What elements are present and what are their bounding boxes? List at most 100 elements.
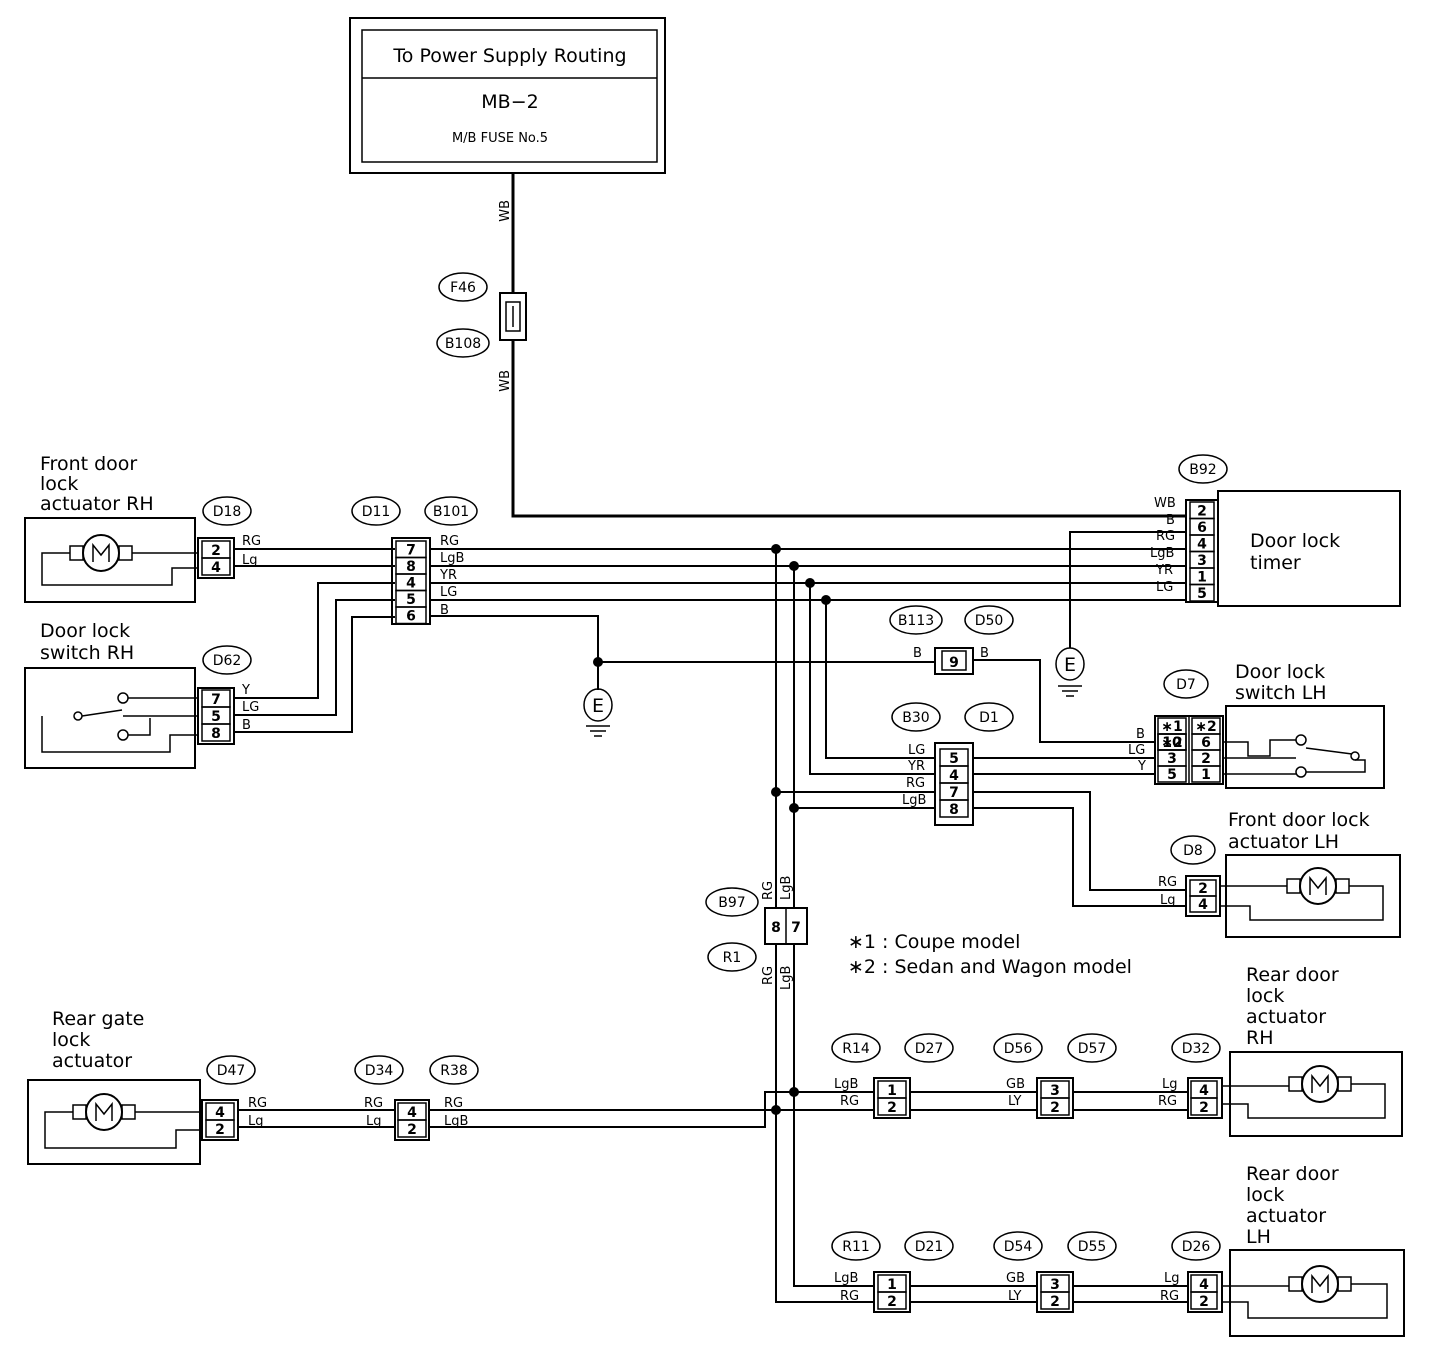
wire-lgb-r38: LgB <box>444 1114 468 1129</box>
ground-timer: E <box>1055 647 1085 697</box>
wire-lg-b92: LG <box>1156 580 1173 595</box>
connector-d1-tag: D1 <box>979 710 999 726</box>
rear-lh-label-2: lock <box>1246 1184 1284 1206</box>
d55-pin-cell <box>1040 1291 1070 1310</box>
d34-pin-2: 2 <box>407 1122 417 1138</box>
b92-pin-1: 1 <box>1197 570 1207 586</box>
front-door-actuator-lh: Front door lock actuator LH D8 RG Lg <box>1158 809 1401 938</box>
connector-d32-tag: D32 <box>1182 1041 1211 1057</box>
wire-rg-d32: RG <box>1158 1094 1177 1109</box>
switch-lh-label-2: switch LH <box>1235 682 1327 704</box>
wire-gb-d54: GB <box>1006 1271 1025 1286</box>
d7_left-pin-5: 5 <box>1167 767 1177 783</box>
wire-y-d62: Y <box>241 683 250 698</box>
d50-pin-9: 9 <box>949 655 959 671</box>
d62-pin-5: 5 <box>211 709 221 725</box>
d1-pin-4: 4 <box>949 768 959 784</box>
connector-d57-tag: D57 <box>1078 1041 1107 1057</box>
front-door-actuator-rh: Front door lock actuator RH D18 <box>24 453 252 603</box>
wire-rg-d26: RG <box>1160 1289 1179 1304</box>
wire-rg-b97: RG <box>761 881 776 900</box>
b92-pin-4: 4 <box>1197 537 1207 553</box>
connector-b113-tag: B113 <box>898 613 934 629</box>
d27-pin-2: 2 <box>887 1100 897 1116</box>
connector-d56-tag: D56 <box>1004 1041 1033 1057</box>
d47-pin-4: 4 <box>215 1105 225 1121</box>
d26-pin-2: 2 <box>1199 1294 1209 1310</box>
connector-b97-tag: B97 <box>718 895 745 911</box>
wire-rg-r11: RG <box>840 1289 859 1304</box>
wire-b-b113: B <box>913 646 922 661</box>
d8-pin-4: 4 <box>1198 897 1208 913</box>
wire-lg-d18: Lg <box>242 553 258 568</box>
wire-b-b101: B <box>440 603 449 618</box>
d1-pin-cell <box>939 799 969 818</box>
d32-pin-2: 2 <box>1199 1100 1209 1116</box>
b92-pin-6: 6 <box>1197 520 1207 536</box>
rear-rh-label-1: Rear door <box>1246 964 1339 986</box>
connector-d50: B B B113 D50 <box>598 605 1155 743</box>
connector-r11-tag: R11 <box>842 1239 870 1255</box>
ground-left: E <box>583 657 613 737</box>
door-lock-switch-lh: Door lock switch LH D7 B LG Y <box>1128 661 1385 789</box>
wire-lg-d7: LG <box>1128 743 1145 758</box>
wire-lgb-r11: LgB <box>834 1271 858 1286</box>
d18-pin-cell <box>201 557 231 576</box>
b97-pin-7: 7 <box>791 920 801 936</box>
d34-pin-cell <box>397 1119 427 1138</box>
b97-pin-8: 8 <box>771 920 781 936</box>
wire-b-d50: B <box>980 646 989 661</box>
timer-label-2: timer <box>1250 552 1301 574</box>
connector-d34-tag: D34 <box>365 1063 394 1079</box>
connector-d21-tag: D21 <box>915 1239 944 1255</box>
rear-lh-label-3: actuator <box>1246 1205 1326 1227</box>
d26-pin-cell <box>1190 1291 1218 1310</box>
d32-pin-cell <box>1190 1097 1218 1116</box>
connector-d7-tag: D7 <box>1176 677 1196 693</box>
wire-lgb-r14: LgB <box>834 1077 858 1092</box>
d11-pin-5: 5 <box>406 592 416 608</box>
front-rh-label-2: lock <box>40 473 78 495</box>
d26-pin-4: 4 <box>1199 1277 1209 1293</box>
wire-rg-d47: RG <box>248 1096 267 1111</box>
d62-pin-cell <box>201 723 231 742</box>
wire-lg-d32: Lg <box>1162 1077 1178 1092</box>
wire-rg-b101: RG <box>440 534 459 549</box>
trunk-wires: RG LgB <box>761 544 935 908</box>
wire-y-d7: Y <box>1137 759 1146 774</box>
rear-door-lh-circuit: LgB RG R11 D21 GB LY D54 D55 Lg RG D26 R… <box>831 1163 1405 1337</box>
switch-lh-label-1: Door lock <box>1235 661 1325 683</box>
d7-head-right-pin-cell <box>1191 717 1221 735</box>
connector-d34: D34 R38 RG Lg RG LgB <box>354 1055 799 1141</box>
connector-d27-tag: D27 <box>915 1041 944 1057</box>
d11-pin-7: 7 <box>406 543 416 559</box>
d32-pin-4: 4 <box>1199 1083 1209 1099</box>
d1-pin-5: 5 <box>949 751 959 767</box>
d21-pin-1: 1 <box>887 1277 897 1293</box>
d7-head-left-pin-∗2: ∗2 <box>1161 735 1182 751</box>
door-lock-timer: Door lock timer B92 <box>1178 454 1401 607</box>
d8-pin-cell <box>1189 895 1217 913</box>
front-rh-label-3: actuator RH <box>40 493 154 515</box>
connector-f46-tag: F46 <box>450 280 476 296</box>
power-supply-title: To Power Supply Routing <box>392 45 626 67</box>
note-sedan: ∗2 : Sedan and Wagon model <box>848 956 1132 978</box>
pin-numbers: 26431524784567589∗1∗21035621547824424212… <box>201 501 1221 1310</box>
door-lock-switch-rh: Door lock switch RH D62 <box>24 620 252 769</box>
d18-pin-4: 4 <box>211 560 221 576</box>
wire-yr-b92: YR <box>1155 563 1173 578</box>
connector-b30-tag: B30 <box>902 710 929 726</box>
front-rh-label-1: Front door <box>40 453 137 475</box>
connector-b97: B97 R1 RG LgB <box>705 887 874 1303</box>
switch-rh-label-2: switch RH <box>40 642 134 664</box>
rear-gate-label-2: lock <box>52 1029 90 1051</box>
wb-supply-wire: WB WB <box>498 173 1186 518</box>
rear-gate-label-1: Rear gate <box>52 1008 144 1030</box>
d7_left-pin-3: 3 <box>1167 751 1177 767</box>
connector-d54-tag: D54 <box>1004 1239 1033 1255</box>
rear-rh-label-2: lock <box>1246 985 1284 1007</box>
connector-d18-tag: D18 <box>213 504 242 520</box>
wire-lg-d34: Lg <box>366 1114 382 1129</box>
wire-b-d62: B <box>242 718 251 733</box>
wire-lg-b101: LG <box>440 585 457 600</box>
